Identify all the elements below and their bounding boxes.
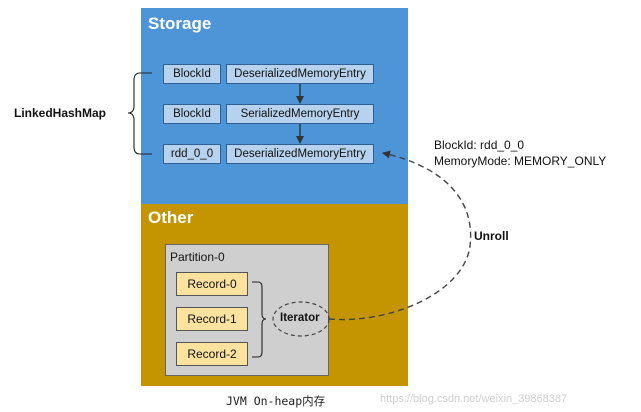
storage-title: Storage — [148, 14, 212, 33]
block-key-cell: rdd_0_0 — [163, 144, 221, 164]
block-key-cell: BlockId — [163, 104, 221, 124]
block-id-label: BlockId: rdd_0_0 — [434, 138, 525, 152]
unroll-arrow — [328, 150, 472, 321]
partition-label: Partition-0 — [170, 250, 225, 264]
memory-entry-cell: DeserializedMemoryEntry — [226, 64, 374, 84]
watermark: https://blog.csdn.net/weixin_39868387 — [380, 393, 568, 405]
memory-entry-cell: DeserializedMemoryEntry — [226, 144, 374, 164]
iterator-label: Iterator — [280, 312, 320, 324]
diagram-caption: JVM On-heap内存 — [226, 394, 326, 408]
linked-hash-map-label: LinkedHashMap — [14, 106, 107, 120]
linked-hash-map-brace — [127, 72, 152, 155]
other-title: Other — [148, 208, 194, 227]
unroll-label: Unroll — [474, 229, 509, 243]
records-bracket — [252, 281, 267, 358]
record-box: Record-0 — [176, 272, 248, 296]
memory-mode-label: MemoryMode: MEMORY_ONLY — [434, 154, 607, 168]
memory-entry-cell: SerializedMemoryEntry — [226, 104, 374, 124]
record-box: Record-1 — [176, 307, 248, 331]
record-box: Record-2 — [176, 342, 248, 366]
block-key-cell: BlockId — [163, 64, 221, 84]
